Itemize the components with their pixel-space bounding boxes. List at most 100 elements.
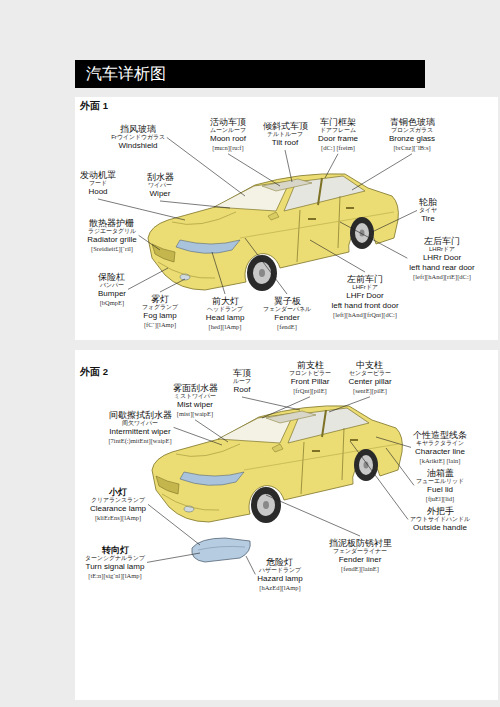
callout: 危险灯ハザードランプHazard lamp[hAzEd][lAmp]: [257, 557, 302, 592]
part-name-en: Fog lamp: [142, 311, 178, 321]
leader-line: [147, 553, 200, 562]
part-name-zh: 前支柱: [289, 360, 331, 370]
leader-line: [148, 504, 200, 545]
callout: 散热器护栅ラジエータグリルRadiator grille[Sreidieit£]…: [87, 218, 136, 253]
part-name-ja: タイヤ: [419, 207, 437, 214]
leader-line: [128, 268, 168, 289]
leader-line: [139, 235, 160, 250]
part-name-zh: 外把手: [410, 506, 470, 516]
part-name-ja: フューエルリッド: [416, 478, 464, 485]
part-name-zh: 挡风玻璃: [111, 124, 165, 134]
part-name-ja: LHRrドア: [409, 246, 474, 253]
leader-line: [212, 252, 225, 294]
part-name-zh: 中支柱: [348, 360, 391, 370]
part-name-en: Mist wiper: [173, 400, 218, 410]
part-name-zh: 倾斜式车顶: [263, 121, 308, 131]
part-name-en: Bumper: [98, 289, 126, 299]
part-name-ja: フェンダーライナー: [329, 548, 392, 555]
part-name-en: Center pillar: [348, 377, 391, 387]
callout: 小灯クリアランスランプClearance lamp[kliErEns][lAmp…: [90, 487, 146, 522]
part-name-ja: ラジエータグリル: [87, 228, 136, 235]
leader-line: [160, 279, 185, 292]
part-name-en: Moon roof: [210, 134, 246, 144]
phonetic: [hAzEd][lAmp]: [257, 584, 302, 592]
phonetic: [fendE]: [263, 323, 311, 331]
part-name-en: Tilt roof: [263, 138, 308, 148]
callout: 车顶ルーフRoof: [233, 368, 251, 395]
callout: 保险杠バンパーBumper[bQmpE]: [98, 272, 126, 307]
phonetic: [7intE(:)mitEnt][waipE]: [108, 437, 171, 445]
part-name-ja: フォグランプ: [142, 304, 178, 311]
part-name-zh: 保险杠: [98, 272, 126, 282]
part-name-en: LHFr Door: [331, 291, 398, 301]
part-name-zh: 左后车门: [409, 236, 474, 246]
leader-line: [245, 238, 287, 294]
title-bar: [75, 60, 425, 88]
phonetic: [hed][lAmp]: [206, 323, 245, 331]
part-name-en: left hand rear door: [409, 263, 474, 273]
phonetic: [kAriktE] [lain]: [413, 457, 467, 465]
callout: 个性造型线条キヤラクタラインCharacter line[kAriktE] [l…: [413, 430, 467, 465]
page-title: 汽车详析图: [86, 63, 166, 85]
part-name-en: Roof: [233, 385, 251, 395]
part-name-ja: Frウインドウガラス: [111, 134, 165, 141]
part-name-zh: 油箱盖: [416, 468, 464, 478]
phonetic: [left][hAnd][riE][dC:]: [409, 273, 474, 281]
part-name-zh: 轮胎: [419, 197, 437, 207]
part-name-zh: 翼子板: [263, 296, 311, 306]
part-name-zh: 危险灯: [257, 557, 302, 567]
part-name-en: Fender: [263, 313, 311, 323]
callout: 雾灯フォグランプFog lamp[fC`][lAmp]: [142, 294, 178, 329]
part-name-zh: 雾灯: [142, 294, 178, 304]
part-name-en: Door frame: [318, 134, 358, 144]
part-name-en: Character line: [413, 447, 467, 457]
part-name-zh: 雾面刮水器: [173, 383, 218, 393]
part-name-en: Turn signal lamp: [85, 562, 145, 572]
callout: 油箱盖フューエルリッドFuel lid[fjuEl][lid]: [416, 468, 464, 503]
callout: 车门框架ドアフレームDoor frame[dC:] [freim]: [318, 117, 358, 152]
part-name-ja: バンパー: [98, 282, 126, 289]
section-heading: 外面 1: [80, 100, 108, 111]
part-name-ja: アウトサイドハンドル: [410, 516, 470, 523]
leader-line: [246, 556, 255, 574]
phonetic: [left][hAnd][frQnt][dC:]: [331, 311, 398, 319]
part-name-en: left hand front door: [331, 301, 398, 311]
phonetic: [fC`][lAmp]: [142, 321, 178, 329]
part-name-ja: ワイパー: [147, 182, 174, 189]
part-name-ja: ハザードランプ: [257, 567, 302, 574]
phonetic: [bQmpE]: [98, 299, 126, 307]
callout: 外面 2: [80, 366, 108, 377]
callout: 轮胎タイヤTire: [419, 197, 437, 224]
callout: 间歇擦拭刮水器间欠ワイパーIntermittent wiper[7intE(:)…: [108, 410, 171, 445]
leader-line: [174, 427, 222, 445]
callout: 刮水器ワイパーWiper: [147, 172, 174, 199]
callout: 外把手アウトサイドハンドルOutside handle: [410, 506, 470, 533]
phonetic: [dC:] [freim]: [318, 144, 358, 152]
part-name-zh: 前大灯: [206, 296, 245, 306]
callout: 中支柱センターピラーCenter pillar[sentE][pilE]: [348, 360, 391, 395]
phonetic: [mu:n][ru:f]: [210, 144, 246, 152]
part-name-ja: センターピラー: [348, 370, 391, 377]
part-name-en: Bronze glass: [389, 134, 435, 144]
leader-line: [372, 210, 417, 232]
lamp-drawing: [192, 538, 251, 562]
panel: [75, 350, 498, 700]
callout: 翼子板フェンダーパネルFender[fendE]: [263, 296, 311, 331]
part-name-ja: チルトルーフ: [263, 131, 308, 138]
part-name-en: Hood: [80, 187, 116, 197]
part-name-en: Tire: [419, 214, 437, 224]
part-name-en: Radiator grille: [87, 235, 136, 245]
leader-line: [340, 222, 407, 258]
part-name-en: Clearance lamp: [90, 504, 146, 514]
callout: 倾斜式车顶チルトルーフTilt roof: [263, 121, 308, 148]
part-name-ja: ブロンズガラス: [389, 127, 435, 134]
phonetic: [fjuEl][lid]: [416, 495, 464, 503]
leader-line: [228, 154, 280, 186]
part-name-en: Outside handle: [410, 523, 470, 533]
part-name-ja: ミストワイパー: [173, 393, 218, 400]
part-name-zh: 个性造型线条: [413, 430, 467, 440]
leader-line: [329, 397, 370, 412]
leader-line: [325, 154, 338, 178]
callout: 青铜色玻璃ブロンズガラスBronze glass[brCnz][`lB:s]: [389, 117, 435, 152]
